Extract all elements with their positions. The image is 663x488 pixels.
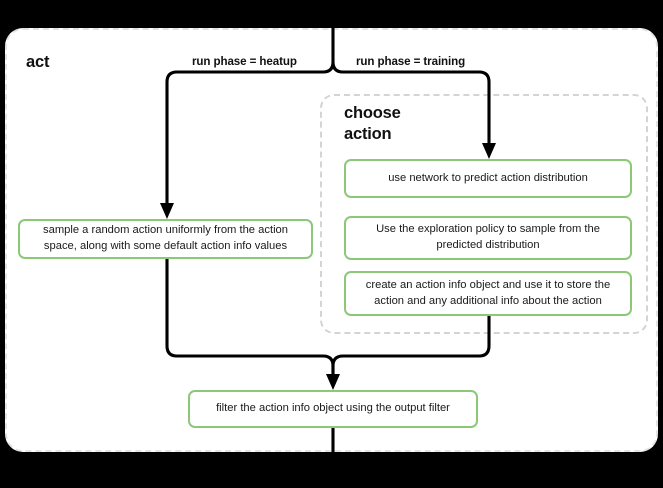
- arrowhead-to-filter: [326, 374, 340, 390]
- edge-label-training: run phase = training: [356, 55, 466, 68]
- edge-training-branch: [331, 61, 491, 146]
- edge-sample-random-to-merge: [165, 259, 335, 377]
- node-exploration-policy[interactable]: Use the exploration policy to sample fro…: [344, 216, 632, 260]
- edge-label-heatup: run phase = heatup: [192, 55, 297, 68]
- node-create-action-info[interactable]: create an action info object and use it …: [344, 271, 632, 316]
- node-use-network-predict[interactable]: use network to predict action distributi…: [344, 159, 632, 198]
- cluster-title: choose action: [344, 104, 401, 144]
- node-filter-action-info[interactable]: filter the action info object using the …: [188, 390, 478, 428]
- edge-heatup-branch: [165, 61, 335, 206]
- edge-cluster-to-merge: [331, 316, 491, 377]
- node-sample-random-action[interactable]: sample a random action uniformly from th…: [18, 219, 313, 259]
- graph-title: act: [26, 53, 50, 71]
- arrowhead-to-use-network: [482, 143, 496, 159]
- arrowhead-to-sample-random: [160, 203, 174, 219]
